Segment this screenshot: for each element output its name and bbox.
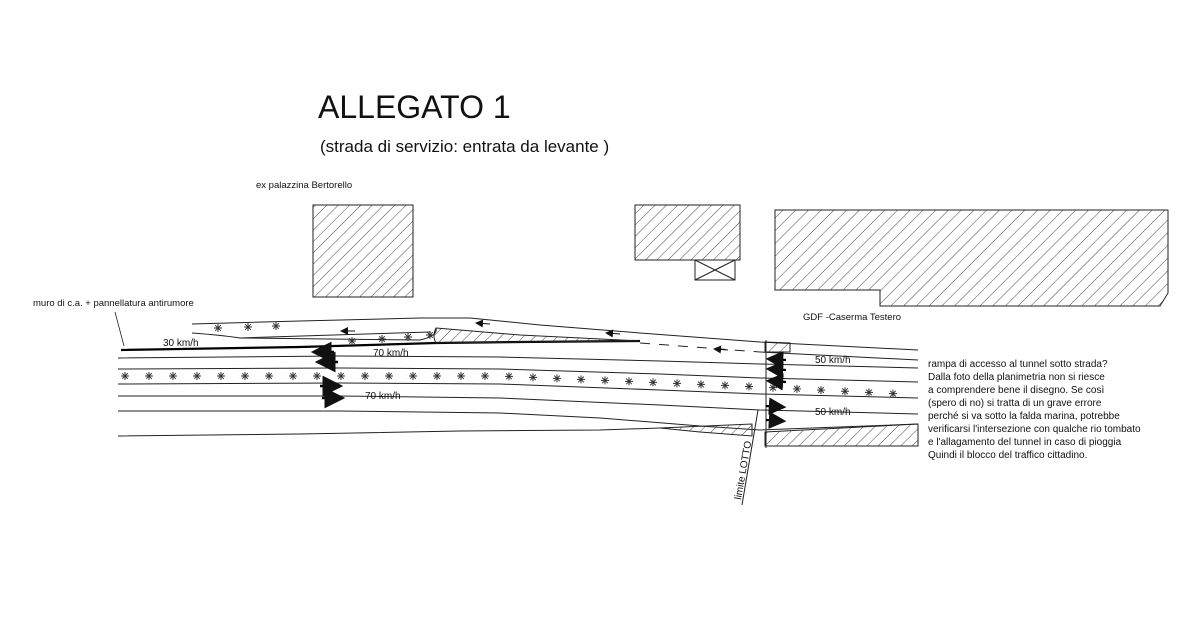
planting-symbol: [721, 381, 729, 390]
planting-symbol: [121, 372, 129, 380]
planting-symbol: [289, 372, 297, 380]
traffic-island: [433, 327, 641, 344]
planting-symbol: [577, 375, 585, 384]
planting-symbol: [865, 388, 873, 397]
lower-hatched-zone: [659, 423, 753, 437]
note-line: a comprendere bene il disegno. Se così: [928, 385, 1104, 396]
speed-lower-carriageway: 70 km/h: [365, 391, 401, 402]
arrow-service-4: [713, 345, 729, 354]
planting-symbol: [601, 376, 609, 385]
building-left-label: ex palazzina Bertorello: [256, 180, 352, 191]
median-plantings: [121, 372, 897, 398]
page-subtitle: (strada di servizio: entrata da levante …: [320, 137, 609, 156]
arrow-service-2: [475, 319, 491, 328]
arrow-right-4: [765, 397, 787, 415]
planting-symbol: [649, 378, 657, 387]
service-road-plantings: [214, 322, 434, 345]
planting-symbol: [193, 372, 201, 380]
planting-symbol: [385, 372, 393, 380]
speed-right-lower: 50 km/h: [815, 407, 851, 418]
note-block: rampa di accesso al tunnel sotto strada?…: [928, 359, 1141, 461]
planting-symbol: [214, 324, 222, 332]
planting-symbol: [841, 387, 849, 396]
service-road: [191, 317, 919, 361]
planting-symbol: [404, 333, 412, 341]
note-line: (spero di no) si tratta di un grave erro…: [928, 398, 1102, 409]
planting-symbol: [265, 372, 273, 380]
lot-limit-label: limite LOTTO: [733, 440, 754, 500]
arrow-service-3: [605, 329, 621, 338]
planting-symbol: [745, 382, 753, 391]
page-title: ALLEGATO 1: [318, 89, 511, 125]
building-bertorello: [312, 204, 414, 298]
lower-right-hatched-zone: [764, 423, 919, 447]
planting-symbol: [241, 372, 249, 380]
upper-right-hatched-zone: [764, 341, 791, 353]
wall-leader-line: [114, 311, 125, 347]
planting-symbol: [481, 372, 489, 380]
planting-symbol: [313, 372, 321, 380]
planting-symbol: [348, 337, 356, 345]
planting-symbol: [817, 386, 825, 395]
speed-right-upper: 50 km/h: [815, 355, 851, 366]
note-line: rampa di accesso al tunnel sotto strada?: [928, 359, 1108, 370]
planting-symbol: [361, 372, 369, 380]
arrow-right-2: [765, 361, 787, 379]
planting-symbol: [769, 383, 777, 392]
planting-symbol: [505, 372, 513, 381]
wall-label: muro di c.a. + pannellatura antirumore: [33, 298, 194, 309]
planting-symbol: [889, 389, 897, 398]
note-line: perché si va sotto la falda marina, potr…: [928, 411, 1120, 422]
note-line: e l'allagamento del tunnel in caso di pi…: [928, 437, 1122, 448]
direction-arrows: [310, 319, 787, 429]
planting-symbol: [337, 372, 345, 380]
building-middle: [634, 204, 741, 261]
planting-symbol: [457, 372, 465, 380]
planting-symbol: [409, 372, 417, 380]
planting-symbol: [433, 372, 441, 380]
arrow-right-1: [765, 351, 787, 369]
planting-symbol: [244, 323, 252, 331]
planting-symbol: [529, 373, 537, 382]
planting-symbol: [793, 384, 801, 393]
planting-symbol: [673, 379, 681, 388]
building-middle-annex: [694, 259, 736, 281]
planting-symbol: [145, 372, 153, 380]
note-line: verificarsi l'intersezione con qualche r…: [928, 424, 1141, 435]
planting-symbol: [553, 374, 561, 383]
note-line: Quindi il blocco del traffico cittadino.: [928, 450, 1087, 461]
speed-service-road: 30 km/h: [163, 338, 199, 349]
arrow-right-3: [765, 373, 787, 391]
building-barracks: [774, 209, 1169, 307]
main-carriageway: [117, 355, 919, 437]
planting-symbol: [697, 380, 705, 389]
planting-symbol: [169, 372, 177, 380]
planting-symbol: [217, 372, 225, 380]
planting-symbol: [378, 335, 386, 343]
planting-symbol: [625, 377, 633, 386]
note-line: Dalla foto della planimetria non si ries…: [928, 372, 1105, 383]
planting-symbol: [272, 322, 280, 330]
speed-upper-carriageway: 70 km/h: [373, 348, 409, 359]
planting-symbol: [426, 331, 434, 339]
arrow-right-5: [765, 411, 787, 429]
barracks-label: GDF -Caserma Testero: [803, 312, 901, 323]
